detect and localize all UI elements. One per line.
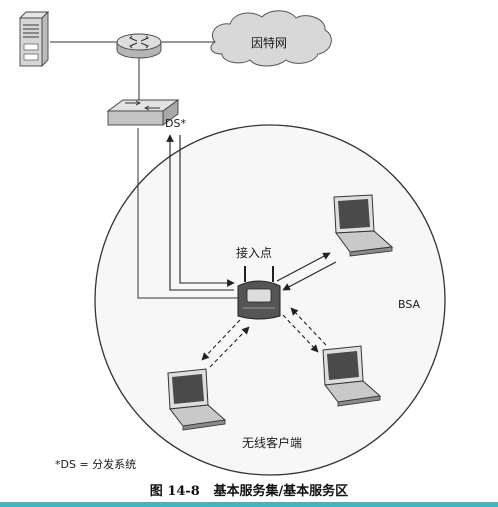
switch-icon — [106, 99, 180, 126]
bsa-label: BSA — [398, 298, 421, 311]
server-icon — [18, 10, 50, 68]
internet-label: 因特网 — [251, 36, 288, 50]
access-point-label: 接入点 — [236, 246, 273, 260]
laptop-icon-bottom-right — [322, 345, 382, 407]
wireless-clients-label: 无线客户端 — [242, 436, 303, 450]
ds-label: DS* — [165, 117, 186, 130]
footnote: *DS = 分发系统 — [55, 458, 137, 471]
switch-ap-link — [137, 128, 243, 299]
figure-number: 图 14-8 — [149, 484, 200, 499]
laptop-icon-top-right — [333, 194, 394, 257]
ds-arrow-up — [166, 134, 234, 291]
wireless-link-top-right-a — [276, 252, 331, 282]
wireless-link-bottom-right-a — [282, 314, 319, 353]
wireless-link-bottom-left-a — [201, 319, 241, 361]
figure-caption: 图 14-8 基本服务集/基本服务区 — [0, 480, 498, 499]
internet-cloud-icon — [210, 10, 332, 67]
router-icon — [116, 33, 162, 59]
figure-title: 基本服务集/基本服务区 — [213, 484, 349, 499]
access-point-icon — [237, 266, 281, 320]
wireless-link-bottom-left-b — [209, 326, 250, 368]
laptop-icon-bottom-left — [167, 368, 227, 431]
wireless-link-bottom-right-b — [290, 307, 327, 346]
wireless-link-top-right-b — [282, 261, 337, 291]
ds-arrow-down — [179, 135, 235, 287]
bottom-accent-bar — [0, 502, 498, 507]
